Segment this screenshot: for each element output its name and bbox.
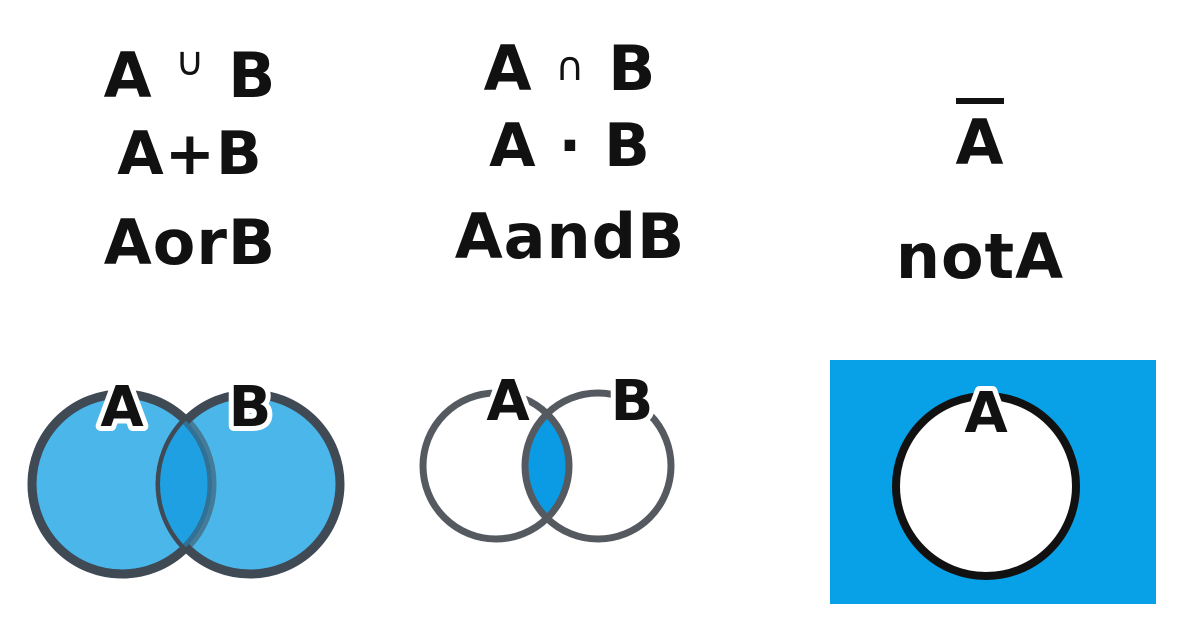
intersection-formula-and: AandB xyxy=(454,200,686,273)
intersection-label-a: A xyxy=(486,369,530,434)
complement-formula-bar: A xyxy=(760,98,1200,174)
complement-label-a: A xyxy=(964,381,1008,446)
union-formula-symbol: A ∪ B xyxy=(0,42,380,107)
intersection-formula-symbol: A ∩ B xyxy=(380,38,760,100)
union-panel: A ∪ B A+B AorB A B xyxy=(0,0,380,628)
union-formula-or: AorB xyxy=(103,206,277,279)
union-venn-diagram: A B xyxy=(27,370,345,579)
intersection-circle-b xyxy=(521,389,675,543)
union-label-a: A xyxy=(100,375,144,440)
intersection-venn-diagram: A B xyxy=(419,364,675,543)
union-label-b: B xyxy=(229,375,272,440)
union-formula-b: B xyxy=(228,39,277,112)
complement-venn-diagram: A xyxy=(830,360,1156,604)
intersection-formula-a: A xyxy=(483,32,533,105)
union-circle-a-outline xyxy=(27,389,217,579)
union-formula-a: A xyxy=(103,39,153,112)
intersection-circle-a xyxy=(419,389,573,543)
intersection-formula-b: B xyxy=(608,32,657,105)
intersection-panel: A ∩ B A · B AandB A B xyxy=(380,0,760,628)
complement-circle-a xyxy=(892,392,1080,580)
intersection-formula-dot: A · B xyxy=(489,111,651,181)
complement-formula-a-bar: A xyxy=(955,98,1005,174)
complement-panel: A notA A xyxy=(760,0,1200,628)
intersection-label-b: B xyxy=(611,369,654,434)
union-formula-plus: A+B xyxy=(117,119,263,189)
intersection-operator: ∩ xyxy=(555,44,586,90)
union-operator: ∪ xyxy=(175,39,206,85)
complement-formula-not: notA xyxy=(895,220,1065,293)
